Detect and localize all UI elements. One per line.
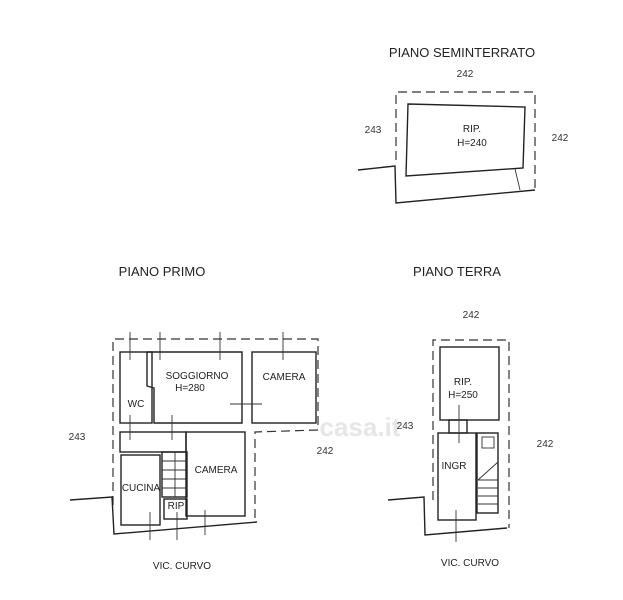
- stairs: [161, 451, 188, 498]
- dim-right: 242: [317, 446, 334, 457]
- stairs: [476, 432, 499, 514]
- room-ingr: [437, 432, 477, 521]
- dim-top: 242: [463, 310, 480, 321]
- dim-left: 243: [69, 432, 86, 443]
- label-wc: WC: [128, 399, 145, 410]
- label-soggiorno-height: H=280: [175, 383, 205, 394]
- dim-left: 243: [397, 421, 414, 432]
- plan-terra: PIANO TERRA 242 243 242 RIP. H=250 INGR …: [387, 264, 554, 569]
- title-terra: PIANO TERRA: [413, 264, 501, 279]
- room-label: RIP.: [463, 124, 481, 135]
- dim-top: 242: [457, 69, 474, 80]
- street-label: VIC. CURVO: [153, 561, 211, 572]
- label-cucina: CUCINA: [122, 483, 161, 494]
- label-camera-1: CAMERA: [263, 372, 306, 383]
- label-rip: RIP: [168, 501, 185, 512]
- room-camera-2: [185, 431, 246, 517]
- label-soggiorno: SOGGIORNO: [166, 371, 229, 382]
- dim-left: 243: [365, 125, 382, 136]
- title-seminterrato: PIANO SEMINTERRATO: [389, 45, 535, 60]
- room-camera-1: [251, 351, 317, 424]
- room-rip: [405, 103, 526, 177]
- dim-right: 242: [537, 439, 554, 450]
- label-rip: RIP.: [454, 377, 472, 388]
- plan-seminterrato: PIANO SEMINTERRATO 242 243 242 RIP. H=24…: [357, 45, 569, 204]
- dim-right: 242: [552, 133, 569, 144]
- watermark: casa.it: [320, 412, 401, 442]
- title-primo: PIANO PRIMO: [119, 264, 206, 279]
- label-camera-2: CAMERA: [195, 465, 238, 476]
- room-rip: [439, 346, 500, 421]
- label-ingr: INGR: [442, 461, 467, 472]
- street-label: VIC. CURVO: [441, 558, 499, 569]
- label-rip-height: H=250: [448, 390, 478, 401]
- room-cucina: [120, 454, 161, 526]
- room-soggiorno: [146, 351, 243, 424]
- plan-primo: PIANO PRIMO 243 242 SOGGIORNO H=280 CAME…: [69, 264, 334, 572]
- room-rip: [163, 498, 188, 520]
- room-height: H=240: [457, 138, 487, 149]
